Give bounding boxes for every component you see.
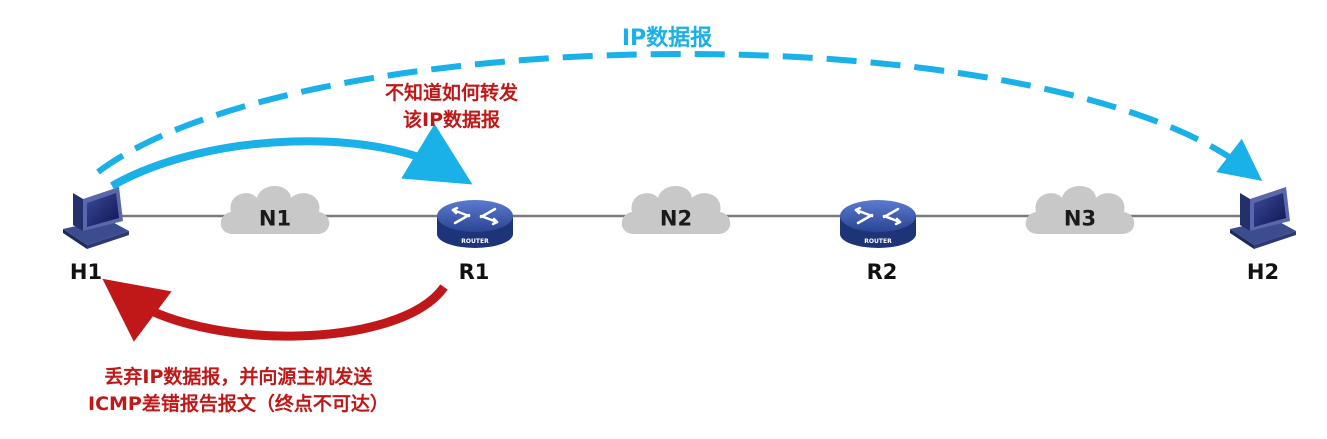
icmp-return-arrow <box>102 278 448 342</box>
network-label-n1: N1 <box>258 206 292 231</box>
icmp-note: 丢弃IP数据报，并向源主机发送 ICMP差错报告报文（终点不可达） <box>88 364 389 417</box>
router-badge: ROUTER <box>461 238 489 245</box>
network-label-n3: N3 <box>1063 206 1097 231</box>
icmp-note-line1: 丢弃IP数据报，并向源主机发送 <box>104 366 373 388</box>
router-icon: ROUTER <box>840 200 916 248</box>
router-badge: ROUTER <box>864 238 892 245</box>
node-label-r1: R1 <box>458 260 490 284</box>
node-label-h1: H1 <box>69 260 103 284</box>
r1-note-line1: 不知道如何转发 <box>385 82 519 104</box>
ip-datagram-dashed-arrow <box>96 51 1263 181</box>
r1-note: 不知道如何转发 该IP数据报 <box>385 80 518 133</box>
cloud-icon <box>1025 186 1135 234</box>
icmp-note-line2: ICMP差错报告报文（终点不可达） <box>88 392 389 415</box>
node-label-h2: H2 <box>1246 260 1280 284</box>
node-label-r2: R2 <box>866 260 898 284</box>
forward-arrow <box>110 123 473 190</box>
network-label-n2: N2 <box>659 206 693 231</box>
cloud-icon <box>220 186 330 234</box>
computer-icon <box>63 187 129 249</box>
ip-datagram-label: IP数据报 <box>621 26 713 51</box>
router-icon: ROUTER <box>437 200 513 248</box>
computer-icon <box>1230 187 1296 249</box>
cloud-icon <box>621 186 731 234</box>
r1-note-line2: 该IP数据报 <box>403 108 500 131</box>
